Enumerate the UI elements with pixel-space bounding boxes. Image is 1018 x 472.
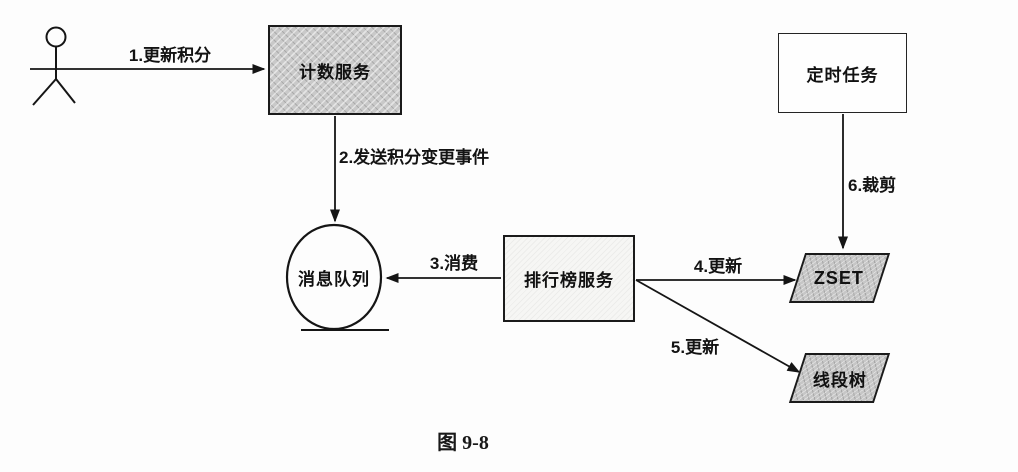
edge-3-label: 3.消费 (429, 254, 479, 273)
node-scheduled-task: 定时任务 (778, 33, 907, 113)
edge-5-label: 5.更新 (670, 338, 720, 357)
node-counting-service: 计数服务 (268, 25, 402, 115)
node-scheduled-task-label: 定时任务 (806, 65, 879, 85)
node-segment-tree-label: 线段树 (812, 370, 867, 390)
edge-1-label: 1.更新积分 (128, 46, 212, 65)
user-actor-icon (32, 26, 76, 106)
edge-6-label: 6.裁剪 (848, 176, 897, 195)
node-zset-label: ZSET (814, 267, 865, 288)
node-message-queue-label: 消息队列 (298, 269, 370, 289)
node-leaderboard-service-label: 排行榜服务 (524, 271, 614, 290)
node-zset: ZSET (788, 253, 891, 303)
node-counting-service-label: 计数服务 (299, 62, 371, 82)
edge-4-label: 4.更新 (693, 257, 743, 276)
figure-caption: 图 9-8 (437, 432, 489, 454)
node-segment-tree: 线段树 (788, 353, 891, 403)
edge-5-update-segment-tree-arrow (635, 279, 801, 373)
node-leaderboard-service: 排行榜服务 (503, 235, 635, 322)
edge-2-label: 2.发送积分变更事件 (339, 148, 490, 167)
